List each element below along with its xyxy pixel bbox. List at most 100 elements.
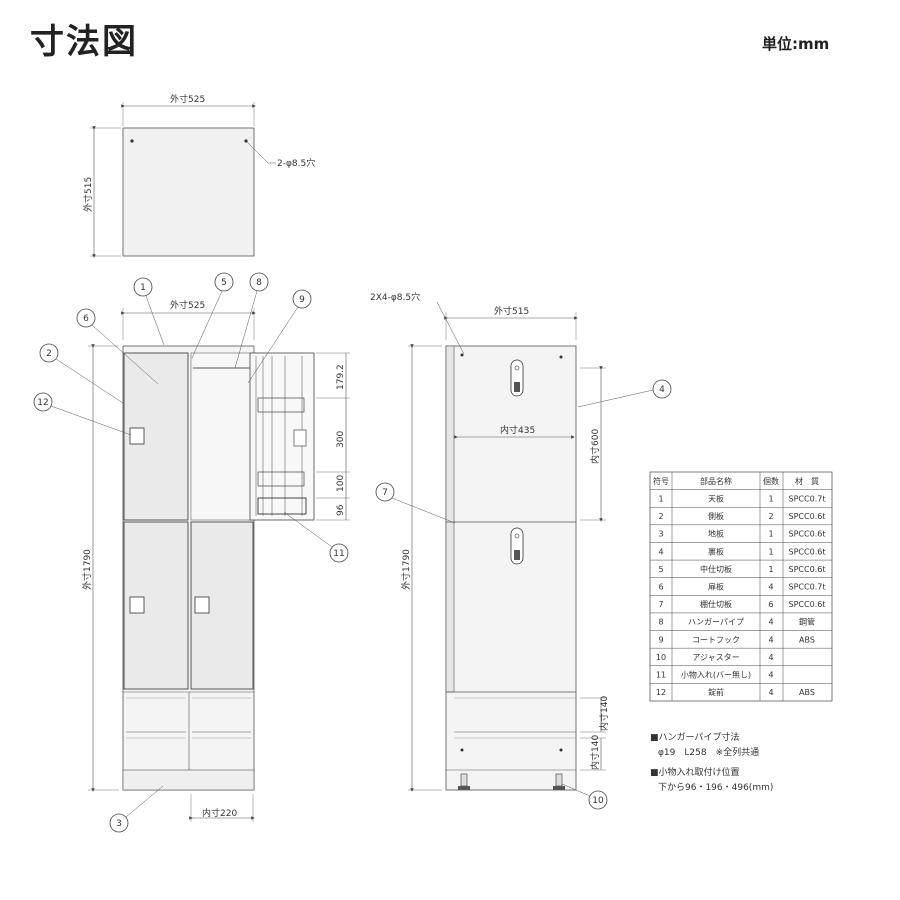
lock-plate <box>194 596 210 614</box>
hole-mark <box>244 139 248 143</box>
table-cell: ハンガーパイプ <box>688 617 744 627</box>
inner-dim-300: 300 <box>336 431 346 448</box>
table-cell: 6 <box>768 600 773 609</box>
table-cell: 10 <box>656 653 666 662</box>
table-cell: 側板 <box>708 511 724 521</box>
table-cell: 9 <box>658 635 663 644</box>
table-cell: 錠前 <box>708 687 724 697</box>
compartment-open <box>190 352 254 521</box>
table-cell: 小物入れ(バー無し) <box>681 670 751 680</box>
table-cell: SPCC0.6t <box>789 547 826 556</box>
top-view: 外寸525 外寸515 2-φ8.5穴 <box>82 93 315 258</box>
side-view: 2X4-φ8.5穴 外寸515 内寸435 外寸1790 内寸600 内寸140… <box>370 291 610 792</box>
table-cell: SPCC0.6t <box>789 565 826 574</box>
side-height-label: 外寸1790 <box>400 549 412 590</box>
front-view: 外寸525 外寸1790 内寸220 <box>81 299 256 822</box>
top-hole-label: 2-φ8.5穴 <box>277 157 315 169</box>
callout-3: 3 <box>116 819 122 829</box>
detail-view: 179.2 300 100 96 <box>249 352 350 521</box>
door-lower-right <box>190 521 254 690</box>
drawer-height-2: 内寸140 <box>589 735 601 770</box>
front-inner-width-label: 内寸220 <box>202 807 237 819</box>
table-cell: 扉板 <box>708 582 724 592</box>
top-plate <box>122 127 255 257</box>
drawer-height-1: 内寸140 <box>598 696 610 731</box>
callout-7: 7 <box>382 488 388 498</box>
callout-9: 9 <box>299 295 305 305</box>
table-cell: ABS <box>799 635 815 644</box>
side-inner-depth-label: 内寸435 <box>500 424 535 436</box>
top-width-label: 外寸525 <box>170 93 205 105</box>
table-cell: 5 <box>658 565 663 574</box>
base-plate <box>122 769 255 791</box>
table-cell: コートフック <box>692 635 740 644</box>
table-cell: 鋼管 <box>799 617 815 627</box>
table-cell: 6 <box>658 583 663 592</box>
callout-5: 5 <box>221 278 227 288</box>
table-cell: 1 <box>768 547 773 556</box>
table-cell: SPCC0.6t <box>789 530 826 539</box>
table-cell: 3 <box>658 530 663 539</box>
table-cell: 裏板 <box>708 546 724 556</box>
table-cell: 7 <box>658 600 663 609</box>
hanger-note-spec: φ19 L258 ※全列共通 <box>658 748 760 758</box>
table-header-cell: 符号 <box>653 476 669 486</box>
table-header-cell: 部品名称 <box>700 476 732 486</box>
table-cell: SPCC0.7t <box>789 494 826 503</box>
side-inner-height-label: 内寸600 <box>589 429 601 464</box>
unit-label: 単位:mm <box>762 35 830 53</box>
table-cell: SPCC0.6t <box>789 512 826 521</box>
table-header-cell: 個数 <box>763 476 779 486</box>
inner-dim-100: 100 <box>336 475 346 492</box>
callout-2: 2 <box>46 349 52 359</box>
table-cell: 12 <box>656 688 666 697</box>
table-cell: 1 <box>658 494 663 503</box>
table-cell: 4 <box>768 583 773 592</box>
side-depth-label: 外寸515 <box>494 305 529 317</box>
table-cell: 2 <box>658 512 663 521</box>
inner-dim-179: 179.2 <box>336 364 346 390</box>
callout-6: 6 <box>83 314 89 324</box>
hole-mark <box>130 139 134 143</box>
side-hole-label: 2X4-φ8.5穴 <box>370 291 420 303</box>
table-cell: 8 <box>658 618 663 627</box>
table-cell: 中仕切板 <box>700 564 732 574</box>
front-height-label: 外寸1790 <box>81 549 93 590</box>
callout-12: 12 <box>37 398 48 408</box>
callout-11: 11 <box>333 549 344 559</box>
callout-1: 1 <box>140 283 146 293</box>
table-cell: 4 <box>768 671 773 680</box>
table-cell: 天板 <box>708 493 724 503</box>
table-cell: アジャスター <box>692 653 739 662</box>
table-header-cell: 材 質 <box>795 476 819 486</box>
table-cell: 1 <box>768 494 773 503</box>
table-cell: SPCC0.6t <box>789 600 826 609</box>
table-cell: 4 <box>768 635 773 644</box>
shelf-note-title: ■小物入れ取付け位置 <box>650 768 740 778</box>
page-title: 寸法図 <box>30 22 138 62</box>
table-cell: SPCC0.7t <box>789 583 826 592</box>
table-cell: ABS <box>799 688 815 697</box>
side-panel <box>445 345 577 791</box>
shelf-note-spec: 下から96・196・496(mm) <box>658 783 774 793</box>
lock-plate <box>129 596 145 614</box>
table-cell: 1 <box>768 565 773 574</box>
hanger-note-title: ■ハンガーパイプ寸法 <box>650 733 740 743</box>
table-cell: 4 <box>768 653 773 662</box>
table-cell: 地板 <box>708 529 724 539</box>
table-cell: 11 <box>656 671 666 680</box>
table-cell: 4 <box>658 547 663 556</box>
callout-4: 4 <box>659 385 665 395</box>
table-cell: 4 <box>768 618 773 627</box>
callout-8: 8 <box>256 278 262 288</box>
door-upper-left <box>123 352 189 521</box>
table-cell: 2 <box>768 512 773 521</box>
inner-dim-96: 96 <box>336 504 346 516</box>
table-cell: 棚仕切板 <box>700 599 732 609</box>
lock-plate <box>129 427 145 445</box>
table-cell: 1 <box>768 530 773 539</box>
top-depth-label: 外寸515 <box>82 177 94 212</box>
callout-10: 10 <box>592 796 604 806</box>
